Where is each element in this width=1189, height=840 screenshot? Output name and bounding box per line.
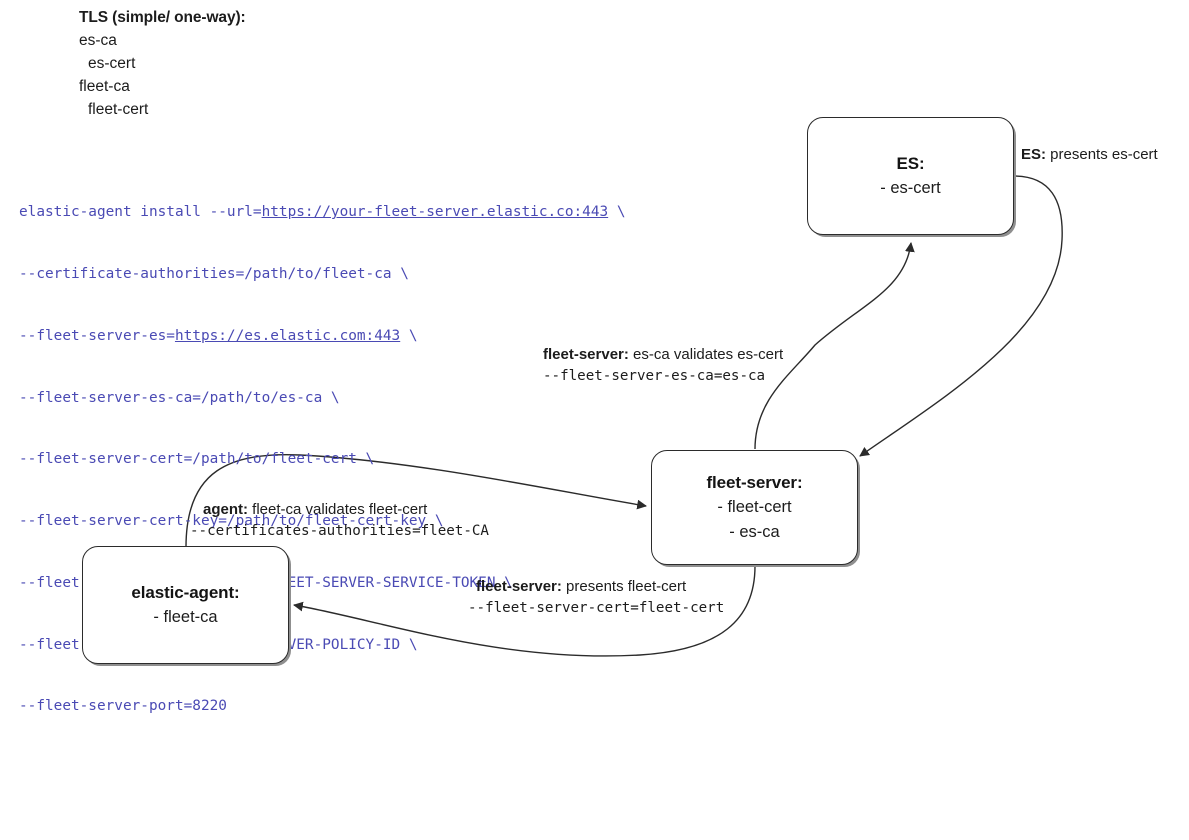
edge-label-agent-validates-bold: agent: — [203, 501, 248, 518]
tls-legend-title: TLS (simple/ one-way): — [79, 9, 246, 26]
edge-label-agent-validates-rest: fleet-ca validates fleet-cert — [248, 501, 428, 518]
node-es-title: ES: — [896, 154, 925, 173]
tls-legend-item-es-cert: es-cert — [88, 55, 136, 72]
edge-label-es-presents-bold: ES: — [1021, 146, 1047, 163]
command-line-3: --fleet-server-es=https://es.elastic.com… — [19, 326, 625, 347]
command-line-1-pre: elastic-agent install --url= — [19, 204, 262, 221]
edge-label-fleet-server-validates-flag: --fleet-server-es-ca=es-ca — [543, 368, 766, 384]
command-line-1-post: \ — [608, 204, 626, 221]
edge-label-agent-validates-flag: --certificates-authorities=fleet-CA — [190, 523, 489, 539]
command-line-2: --certificate-authorities=/path/to/fleet… — [19, 265, 409, 282]
edge-es-to-fleet-server — [859, 175, 1063, 457]
command-line-3-url[interactable]: https://es.elastic.com:443 — [174, 327, 401, 344]
edge-label-fleet-server-validates: fleet-server: es-ca validates es-cert --… — [543, 344, 783, 387]
node-fleet-server[interactable]: fleet-server: - fleet-cert - es-ca — [651, 450, 858, 565]
node-fleet-server-title: fleet-server: — [706, 473, 803, 492]
node-es[interactable]: ES: - es-cert — [807, 117, 1014, 235]
command-line-9: --fleet-server-port=8220 — [19, 698, 227, 715]
command-line-3-pre: --fleet-server-es= — [19, 327, 175, 344]
edge-label-fleet-server-presents-text: fleet-server: presents fleet-cert — [468, 576, 724, 597]
node-elastic-agent-line-1: - fleet-ca — [153, 608, 218, 626]
edge-label-fleet-server-presents-bold: fleet-server: — [476, 578, 562, 595]
edge-fleet-server-to-agent — [293, 565, 756, 657]
command-line-3-post: \ — [400, 327, 418, 344]
node-fleet-server-line-1: - fleet-cert — [717, 498, 792, 516]
edge-label-fleet-server-validates-text: fleet-server: es-ca validates es-cert — [543, 344, 783, 365]
tls-legend-item-fleet-cert: fleet-cert — [88, 101, 149, 118]
node-fleet-server-line-2: - es-ca — [729, 523, 780, 541]
command-line-4: --fleet-server-es-ca=/path/to/es-ca \ — [19, 389, 340, 406]
edge-label-fleet-server-presents-rest: presents fleet-cert — [561, 578, 687, 595]
command-line-6: --fleet-server-cert-key=/path/to/fleet-c… — [19, 513, 444, 530]
edge-label-fleet-server-presents: fleet-server: presents fleet-cert --flee… — [468, 576, 724, 619]
tls-legend-item-fleet-ca: fleet-ca — [79, 78, 130, 95]
edge-agent-to-fleet-server — [185, 453, 647, 548]
edge-label-fleet-server-validates-rest: es-ca validates es-cert — [628, 346, 784, 363]
command-line-5: --fleet-server-cert=/path/to/fleet-cert … — [19, 451, 375, 468]
edge-label-fleet-server-validates-bold: fleet-server: — [543, 346, 629, 363]
tls-legend-item-es-ca: es-ca — [79, 32, 117, 49]
edge-label-agent-validates-text: agent: fleet-ca validates fleet-cert — [190, 499, 489, 520]
node-es-line-1: - es-cert — [880, 179, 941, 197]
node-elastic-agent-title: elastic-agent: — [131, 583, 240, 602]
tls-legend: TLS (simple/ one-way): es-ca es-cert fle… — [79, 6, 246, 121]
edge-label-es-presents-text: ES: presents es-cert — [1021, 144, 1158, 165]
node-elastic-agent[interactable]: elastic-agent: - fleet-ca — [82, 546, 289, 664]
command-line-1: elastic-agent install --url=https://your… — [19, 202, 625, 223]
edge-label-fleet-server-presents-flag: --fleet-server-cert=fleet-cert — [468, 600, 725, 616]
edge-label-es-presents: ES: presents es-cert — [1021, 144, 1158, 165]
edge-fleet-server-to-es — [754, 242, 915, 450]
edge-label-es-presents-rest: presents es-cert — [1046, 146, 1158, 163]
edge-label-agent-validates: agent: fleet-ca validates fleet-cert --c… — [190, 499, 489, 542]
command-line-1-url[interactable]: https://your-fleet-server.elastic.co:443 — [261, 204, 609, 221]
